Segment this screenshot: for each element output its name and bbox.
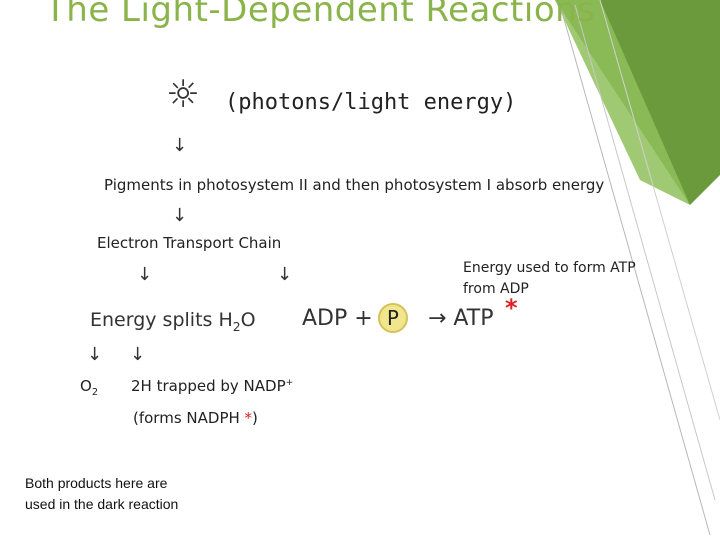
- light-green-corner-shape: [555, 0, 690, 205]
- phosphate-icon: P: [378, 303, 408, 333]
- energy-splits-water: Energy splits H2O: [90, 309, 256, 334]
- oxygen-subscript: 2: [91, 387, 99, 398]
- oxygen-label: O2: [80, 377, 98, 398]
- sun-icon: ☼: [166, 72, 201, 116]
- energy-note: Energy used to form ATP from ADP: [463, 260, 636, 297]
- energy-splits-prefix: Energy splits H: [90, 309, 233, 331]
- down-arrow-icon: ↓: [172, 135, 188, 156]
- both-products-note: Both products here are used in the dark …: [25, 475, 179, 512]
- down-arrow-icon: ↓: [277, 264, 293, 285]
- phosphate-letter: P: [386, 306, 400, 330]
- nadph-prefix: (forms NADPH: [133, 409, 245, 427]
- oxygen-prefix: O: [80, 377, 92, 395]
- nadp-superscript: +: [285, 378, 294, 388]
- h2o-subscript: 2: [232, 319, 241, 334]
- atp-star: *: [505, 294, 518, 322]
- photons-label: (photons/light energy): [225, 90, 517, 115]
- pigments-text: Pigments in photosystem II and then phot…: [104, 176, 605, 194]
- etc-text: Electron Transport Chain: [97, 234, 282, 252]
- nadp-text: 2H trapped by NADP+: [131, 377, 293, 395]
- down-arrow-icon: ↓: [87, 344, 103, 365]
- down-arrow-icon: ↓: [137, 264, 153, 285]
- nadp-main: 2H trapped by NADP: [131, 377, 286, 395]
- nadph-star: *: [244, 409, 253, 427]
- adp-plus: ADP +: [302, 306, 373, 331]
- atp-label: → ATP: [428, 306, 494, 331]
- nadph-suffix: ): [252, 409, 258, 427]
- down-arrow-icon: ↓: [172, 205, 188, 226]
- energy-splits-suffix: O: [240, 309, 256, 331]
- slide-title: The Light-Dependent Reactions: [45, 0, 596, 30]
- down-arrow-icon: ↓: [130, 344, 146, 365]
- decorative-line: [559, 4, 711, 536]
- decorative-line: [574, 4, 716, 501]
- nadph-text: (forms NADPH *): [133, 409, 258, 427]
- decorative-line: [599, 0, 720, 421]
